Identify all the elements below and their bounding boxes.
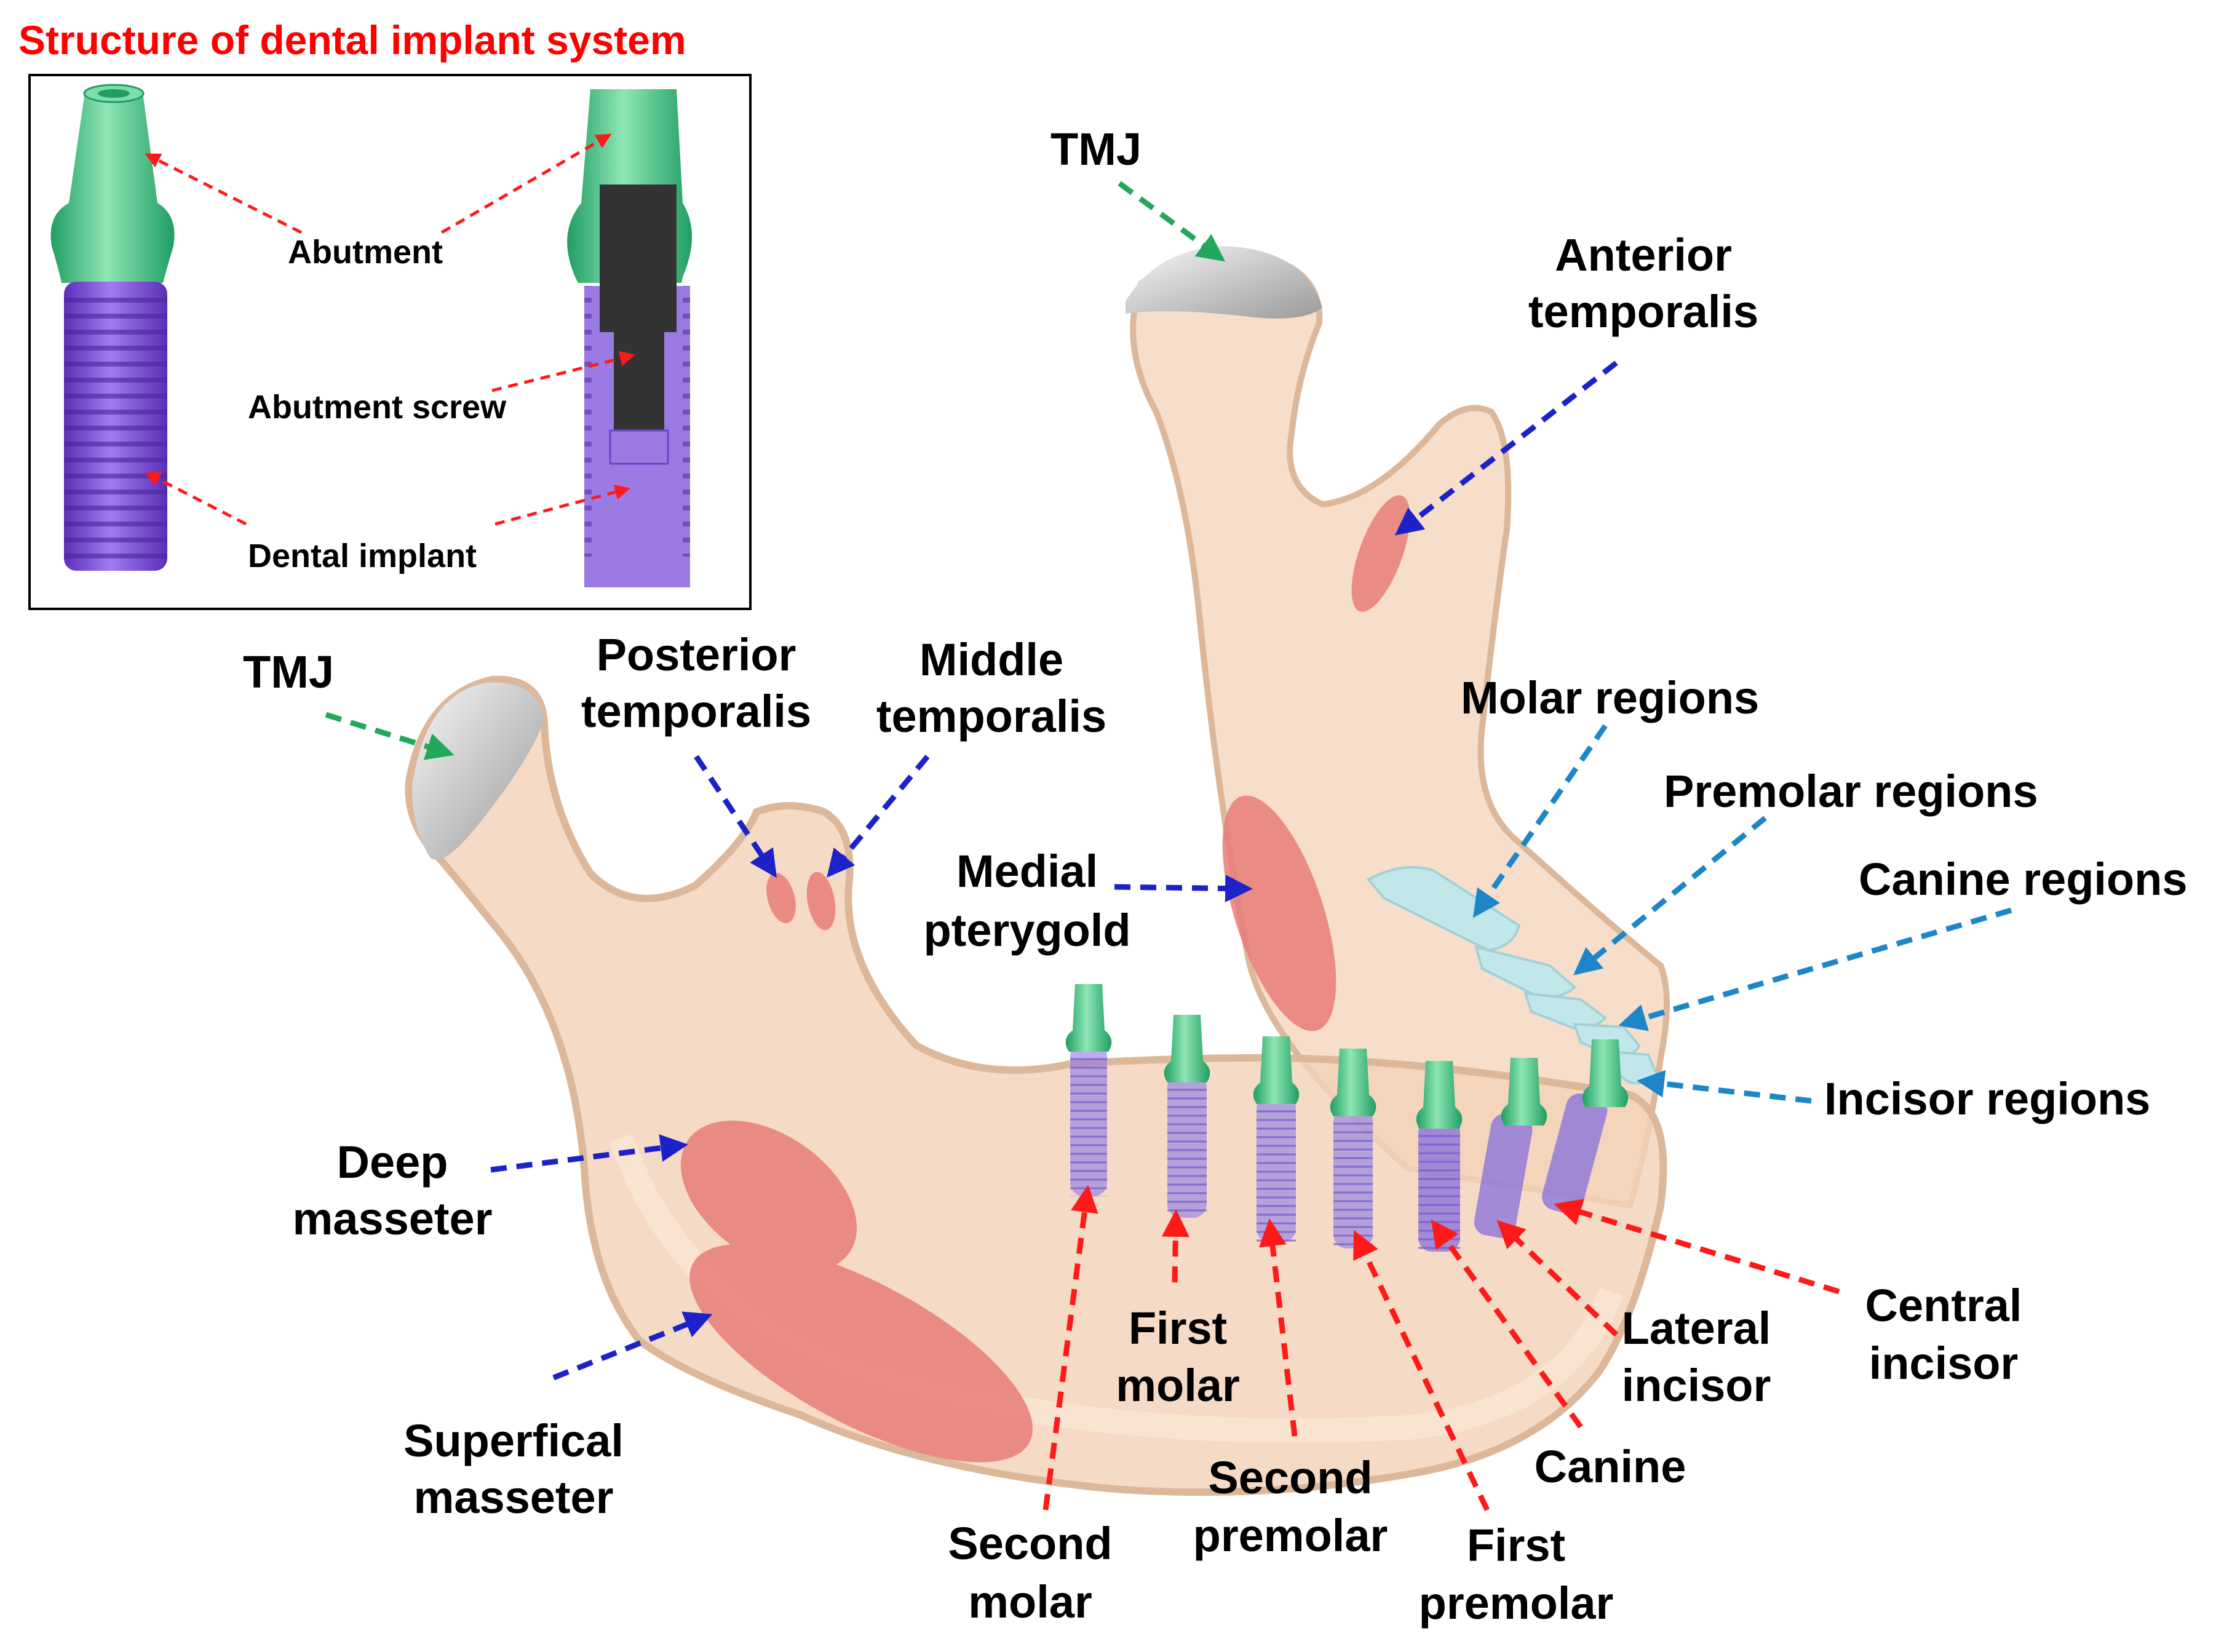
label-first-molar-2: molar <box>1116 1360 1240 1411</box>
green-arrows <box>325 181 1226 760</box>
inset-arrows <box>145 133 635 526</box>
red-arrows <box>1042 1185 1840 1511</box>
mandible <box>405 246 1670 1496</box>
implant-first-premolar <box>1330 1049 1376 1249</box>
label-abutment: Abutment <box>288 234 443 271</box>
label-first-premolar-2: premolar <box>1419 1578 1614 1629</box>
label-tmj-right: TMJ <box>1050 124 1142 175</box>
labels: TMJ TMJ Posterior temporalis Middle temp… <box>243 124 2188 1629</box>
implant-row <box>1065 984 1629 1252</box>
label-molar-regions: Molar regions <box>1461 672 1759 723</box>
label-superficial-masseter-2: masseter <box>413 1472 613 1523</box>
label-posterior-temporalis-2: temporalis <box>581 686 811 737</box>
implant-structure-inset: Structure of dental implant system <box>18 17 752 610</box>
label-deep-masseter-2: masseter <box>292 1193 492 1244</box>
blue-arrows <box>490 360 1618 1381</box>
implant-central-incisor <box>1542 1039 1629 1214</box>
label-dental-implant: Dental implant <box>248 538 477 574</box>
label-middle-temporalis-2: temporalis <box>876 691 1106 742</box>
tmj-right <box>1126 246 1322 319</box>
implant-first-molar <box>1164 1015 1210 1218</box>
implant-left-picture <box>50 84 175 571</box>
label-posterior-temporalis-1: Posterior <box>597 629 796 680</box>
label-superficial-masseter-1: Superfical <box>403 1415 624 1466</box>
label-first-premolar-1: First <box>1467 1520 1565 1571</box>
inset-title: Structure of dental implant system <box>18 17 686 63</box>
label-anterior-temporalis-2: temporalis <box>1528 286 1758 337</box>
label-middle-temporalis-1: Middle <box>919 634 1063 685</box>
label-central-incisor-2: incisor <box>1869 1338 2019 1389</box>
label-first-molar-1: First <box>1129 1303 1227 1354</box>
tooth-regions <box>1366 866 1659 1085</box>
label-second-premolar-1: Second <box>1208 1452 1372 1503</box>
label-central-incisor-1: Central <box>1865 1280 2022 1331</box>
tmj-left <box>412 682 544 860</box>
muscle-attachments <box>680 495 1410 1463</box>
label-lateral-incisor-2: incisor <box>1622 1360 1771 1411</box>
label-second-molar-1: Second <box>948 1518 1112 1569</box>
cyan-arrows <box>1472 724 2012 1104</box>
label-anterior-temporalis-1: Anterior <box>1555 229 1732 280</box>
implant-second-premolar <box>1253 1036 1300 1242</box>
label-canine-regions: Canine regions <box>1859 854 2188 905</box>
label-premolar-regions: Premolar regions <box>1664 766 2038 817</box>
label-incisor-regions: Incisor regions <box>1824 1073 2150 1124</box>
label-canine: Canine <box>1535 1441 1686 1492</box>
label-medial-pterygoid-2: pterygold <box>923 905 1130 956</box>
label-abutment-screw: Abutment screw <box>248 389 507 426</box>
label-lateral-incisor-1: Lateral <box>1622 1303 1771 1354</box>
label-second-molar-2: molar <box>968 1576 1092 1627</box>
label-second-premolar-2: premolar <box>1193 1510 1388 1561</box>
implant-second-molar <box>1065 984 1112 1196</box>
implant-right-crosssection <box>567 89 692 587</box>
label-tmj-left: TMJ <box>243 646 334 697</box>
label-deep-masseter-1: Deep <box>337 1137 448 1188</box>
implant-lateral-incisor <box>1474 1058 1547 1238</box>
label-medial-pterygoid-1: Medial <box>956 846 1098 897</box>
